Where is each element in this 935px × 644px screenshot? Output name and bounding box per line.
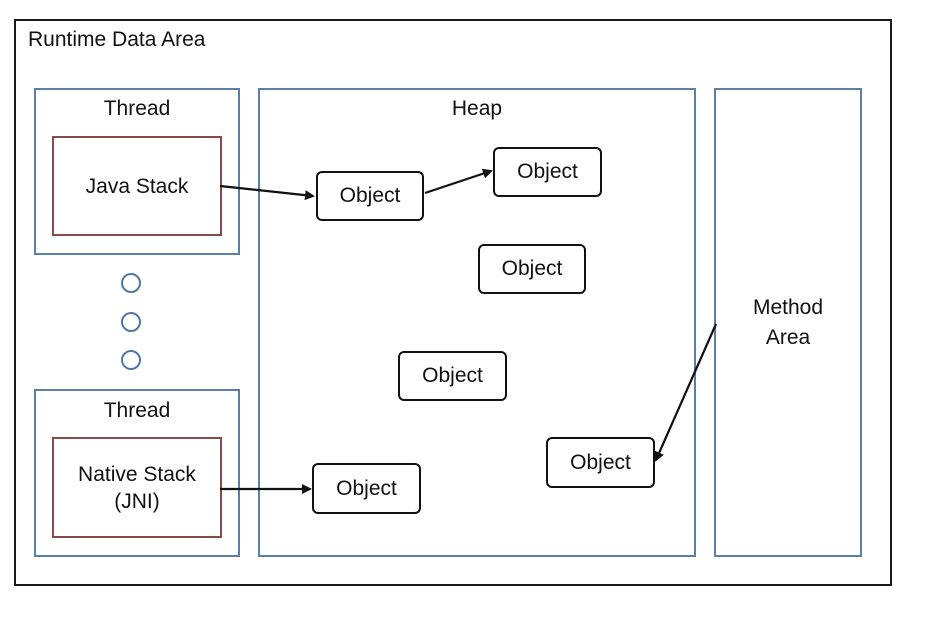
heap-object-2-label: Object	[517, 160, 578, 183]
heap-object-3: Object	[478, 244, 586, 294]
thread-title-2: Thread	[103, 399, 171, 422]
heap-title: Heap	[451, 97, 503, 120]
heap-object-2: Object	[493, 147, 602, 197]
heap-object-3-label: Object	[501, 257, 563, 280]
heap-object-6-label: Object	[336, 476, 397, 500]
ellipsis-dot-3	[121, 350, 141, 370]
heap-object-1-label: Object	[339, 184, 401, 207]
heap-object-1: Object	[316, 171, 424, 221]
heap-object-4-label: Object	[422, 364, 483, 387]
java-stack-label: Java Stack	[85, 174, 189, 198]
arrow-object-to-object	[424, 168, 493, 195]
heap-panel	[258, 88, 696, 557]
ellipsis-dot-2	[121, 312, 141, 332]
runtime-data-area-title: Runtime Data Area	[28, 28, 206, 51]
arrow-method-area-to-object	[654, 323, 718, 462]
method-area-title-line-1: Method	[752, 296, 824, 319]
native-stack-label: Native Stack	[78, 462, 196, 486]
heap-object-5: Object	[546, 437, 655, 488]
thread-panel-2	[34, 389, 240, 557]
thread-title-1: Thread	[103, 97, 171, 120]
heap-object-6: Object	[312, 463, 421, 514]
heap-object-5-label: Object	[570, 450, 631, 474]
thread-panel-1	[34, 88, 240, 255]
ellipsis-dot-1	[121, 273, 141, 293]
native-stack-box: Native Stack (JNI)	[52, 437, 222, 538]
native-stack-jni-label: (JNI)	[114, 489, 160, 513]
arrow-java-stack-to-object	[219, 184, 315, 201]
method-area-title-line-2: Area	[765, 326, 811, 349]
heap-object-4: Object	[398, 351, 507, 401]
method-area-panel	[714, 88, 862, 557]
runtime-data-area	[14, 19, 892, 586]
method-area-title: Method Area	[714, 293, 862, 353]
